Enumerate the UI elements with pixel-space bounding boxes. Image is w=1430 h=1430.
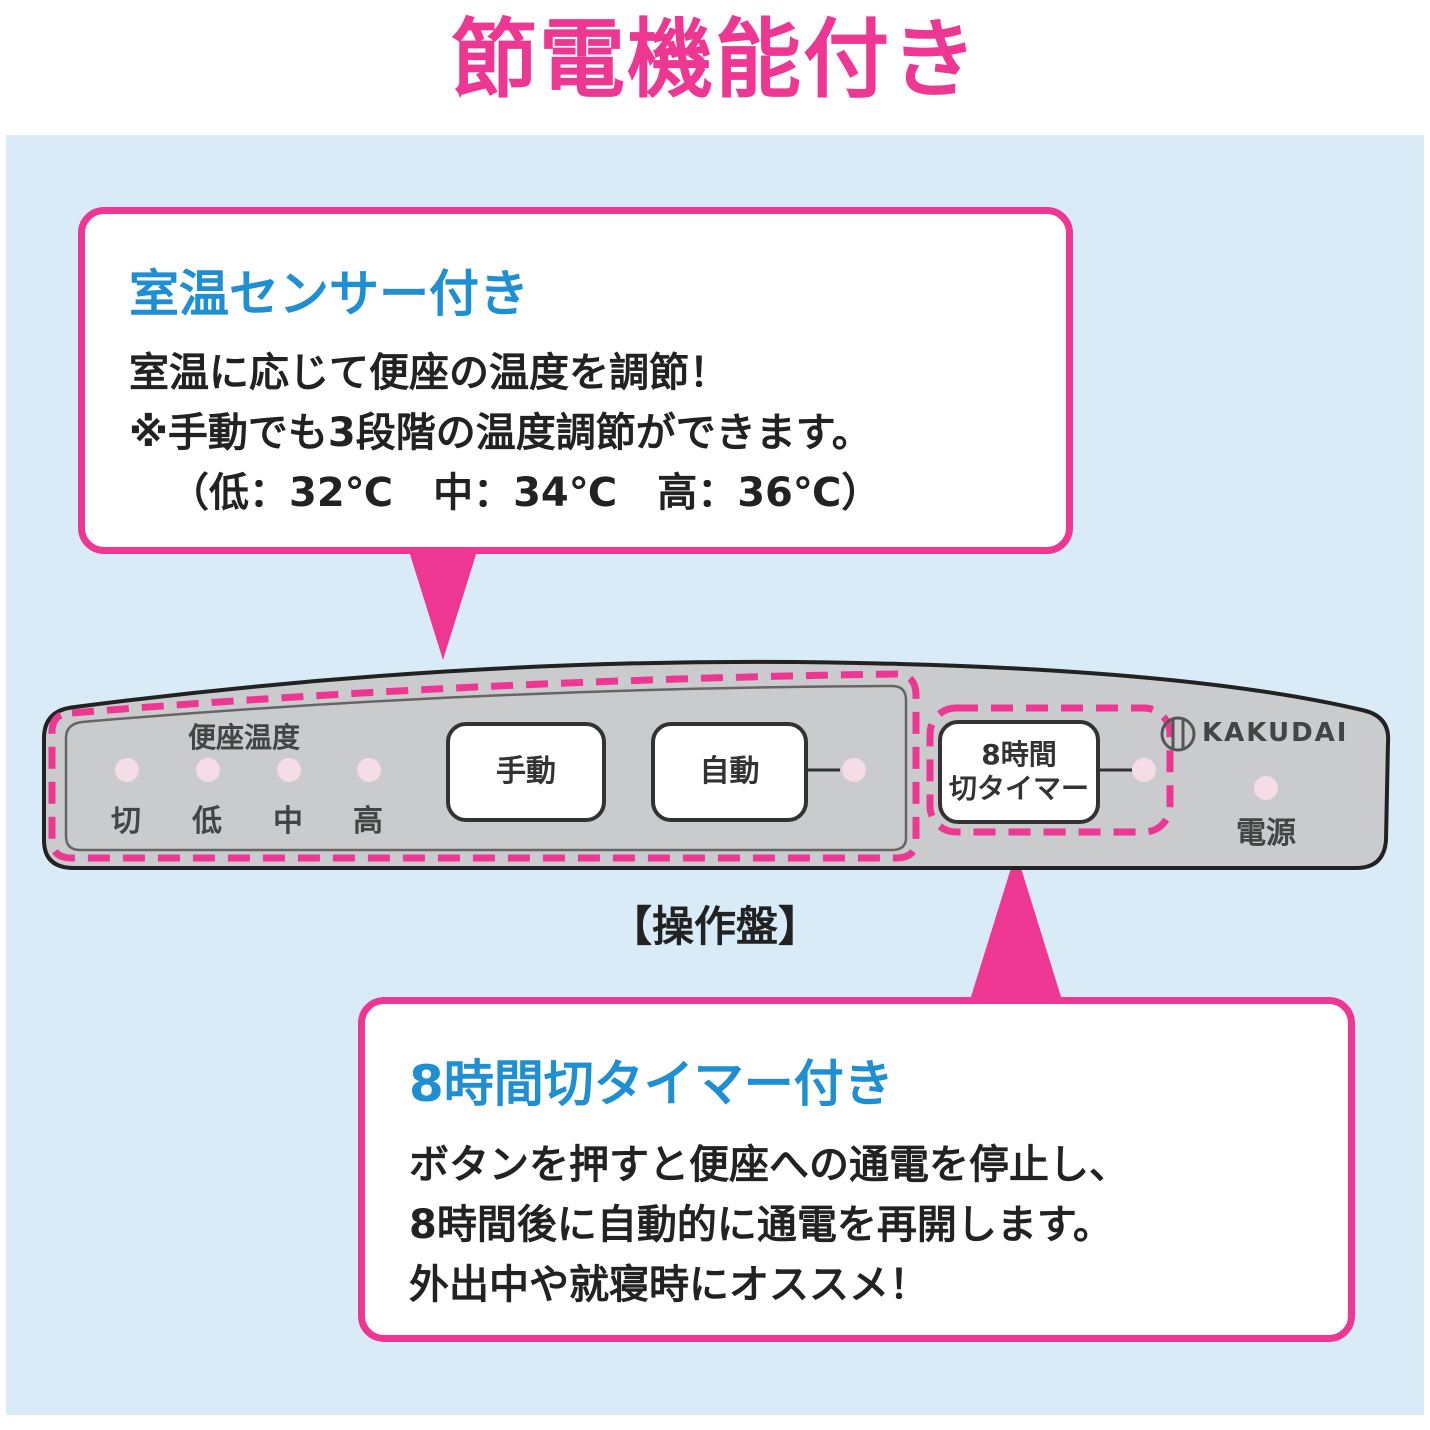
timer-button[interactable]: 8時間 切タイマー <box>938 720 1100 824</box>
brand-name: KAKUDAI <box>1202 718 1349 748</box>
auto-button[interactable]: 自動 <box>651 722 808 822</box>
led-high <box>357 758 381 782</box>
power-label: 電源 <box>1236 816 1296 851</box>
callout-room-sensor: 室温センサー付き 室温に応じて便座の温度を調節！ ※手動でも3段階の温度調節がで… <box>78 207 1073 554</box>
level-label-high: 高 <box>353 804 383 839</box>
led-auto <box>842 758 866 782</box>
callout-timer-heading: 8時間切タイマー付き <box>409 1055 894 1113</box>
page-title: 節電機能付き <box>451 10 979 110</box>
level-label-off: 切 <box>111 804 141 839</box>
led-low <box>196 758 220 782</box>
seat-temp-label: 便座温度 <box>188 721 301 754</box>
led-off <box>115 758 139 782</box>
callout-timer-line2: 8時間後に自動的に通電を再開します。 <box>409 1202 1113 1248</box>
callout-sensor-line3: （低：32℃ 中：34℃ 高：36℃） <box>169 470 882 516</box>
callout-timer-line3: 外出中や就寝時にオススメ！ <box>409 1262 929 1308</box>
callout-timer: 8時間切タイマー付き ボタンを押すと便座への通電を停止し、 8時間後に自動的に通… <box>358 997 1355 1342</box>
callout-timer-line1: ボタンを押すと便座への通電を停止し、 <box>409 1142 1129 1188</box>
level-label-low: 低 <box>192 804 222 839</box>
level-label-mid: 中 <box>273 804 303 839</box>
timer-button-line2: 切タイマー <box>948 772 1089 805</box>
callout-sensor-line1: 室温に応じて便座の温度を調節！ <box>129 350 729 396</box>
led-timer <box>1132 758 1156 782</box>
panel-caption: 【操作盤】 <box>609 902 820 951</box>
led-mid <box>277 758 301 782</box>
manual-button[interactable]: 手動 <box>446 722 606 822</box>
callout-sensor-heading: 室温センサー付き <box>129 265 529 323</box>
callout-sensor-line2: ※手動でも3段階の温度調節ができます。 <box>129 410 872 456</box>
led-power <box>1254 776 1278 800</box>
timer-button-line1: 8時間 <box>981 738 1057 771</box>
